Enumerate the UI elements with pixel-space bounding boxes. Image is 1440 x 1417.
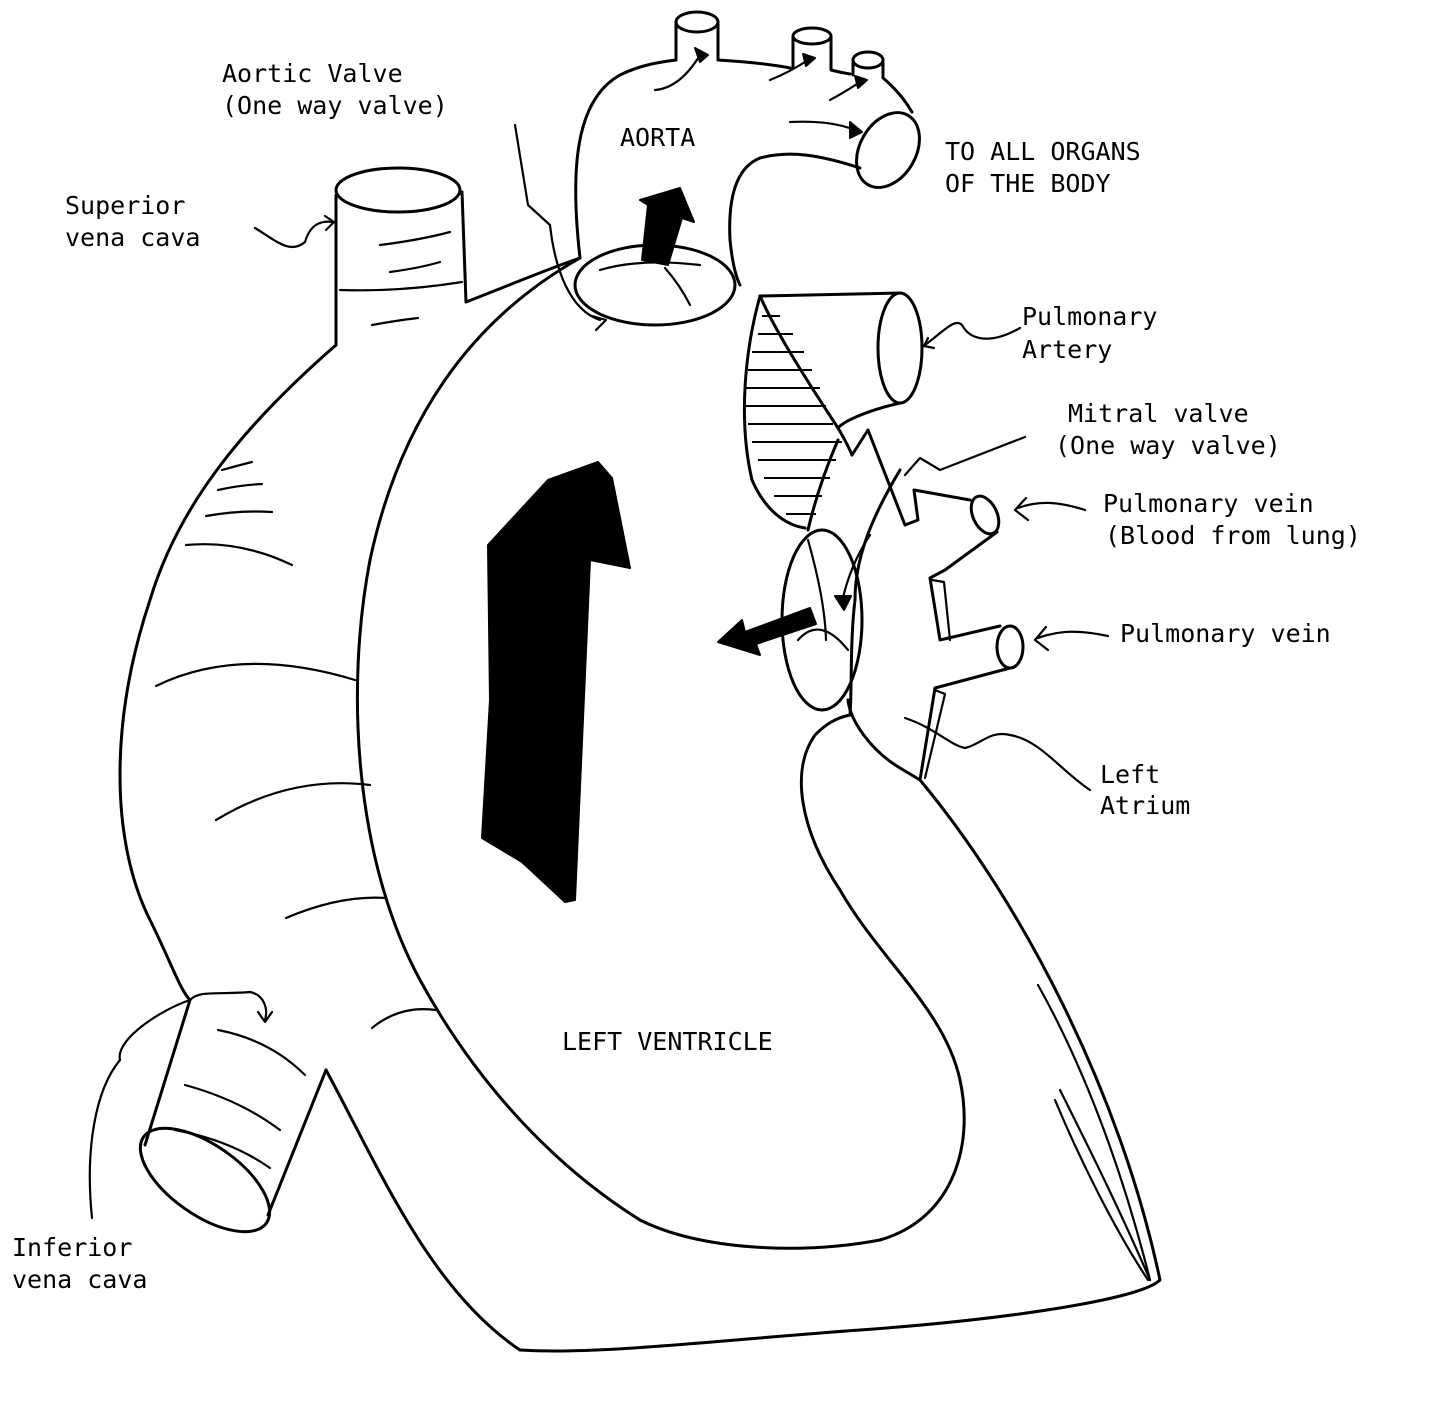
pulmonary-vein-2-label: Pulmonary vein <box>1120 619 1331 648</box>
left-ventricle-label: LEFT VENTRICLE <box>562 1027 773 1056</box>
svc-label-line2: vena cava <box>65 223 200 252</box>
ivc-label-line2: vena cava <box>12 1265 147 1294</box>
left-atrium <box>718 430 1023 780</box>
organs-label-line2: OF THE BODY <box>945 169 1111 198</box>
ventricle-flow-arrow <box>482 462 630 902</box>
mitral-flow-arrow <box>718 608 816 655</box>
pulmonary-artery <box>744 293 922 528</box>
left-ventricle <box>357 258 964 1248</box>
aorta-label: AORTA <box>620 123 695 152</box>
svc-label-line1: Superior <box>65 191 185 220</box>
inferior-vena-cava <box>123 1000 326 1252</box>
pulmonary-artery-label-line2: Artery <box>1022 335 1112 364</box>
pulmonary-artery-hatching <box>746 316 842 514</box>
labels: Aortic Valve (One way valve) AORTA TO AL… <box>12 59 1361 1294</box>
mitral-valve-label-line2: (One way valve) <box>1055 431 1281 460</box>
heart-apex <box>520 780 1160 1351</box>
ivc-label-line1: Inferior <box>12 1233 132 1262</box>
pulmonary-vein-1-label-line2: (Blood from lung) <box>1105 521 1361 550</box>
pulmonary-artery-label-line1: Pulmonary <box>1022 302 1157 331</box>
aortic-valve-label-line1: Aortic Valve <box>222 59 403 88</box>
mitral-valve-label-line1: Mitral valve <box>1068 399 1249 428</box>
left-atrium-label-line2: Atrium <box>1100 791 1190 820</box>
organs-label-line1: TO ALL ORGANS <box>945 137 1141 166</box>
aortic-valve-label-line2: (One way valve) <box>222 91 448 120</box>
pulmonary-vein-1-label-line1: Pulmonary vein <box>1103 489 1314 518</box>
aorta <box>575 12 932 325</box>
left-atrium-label-line1: Left <box>1100 760 1160 789</box>
